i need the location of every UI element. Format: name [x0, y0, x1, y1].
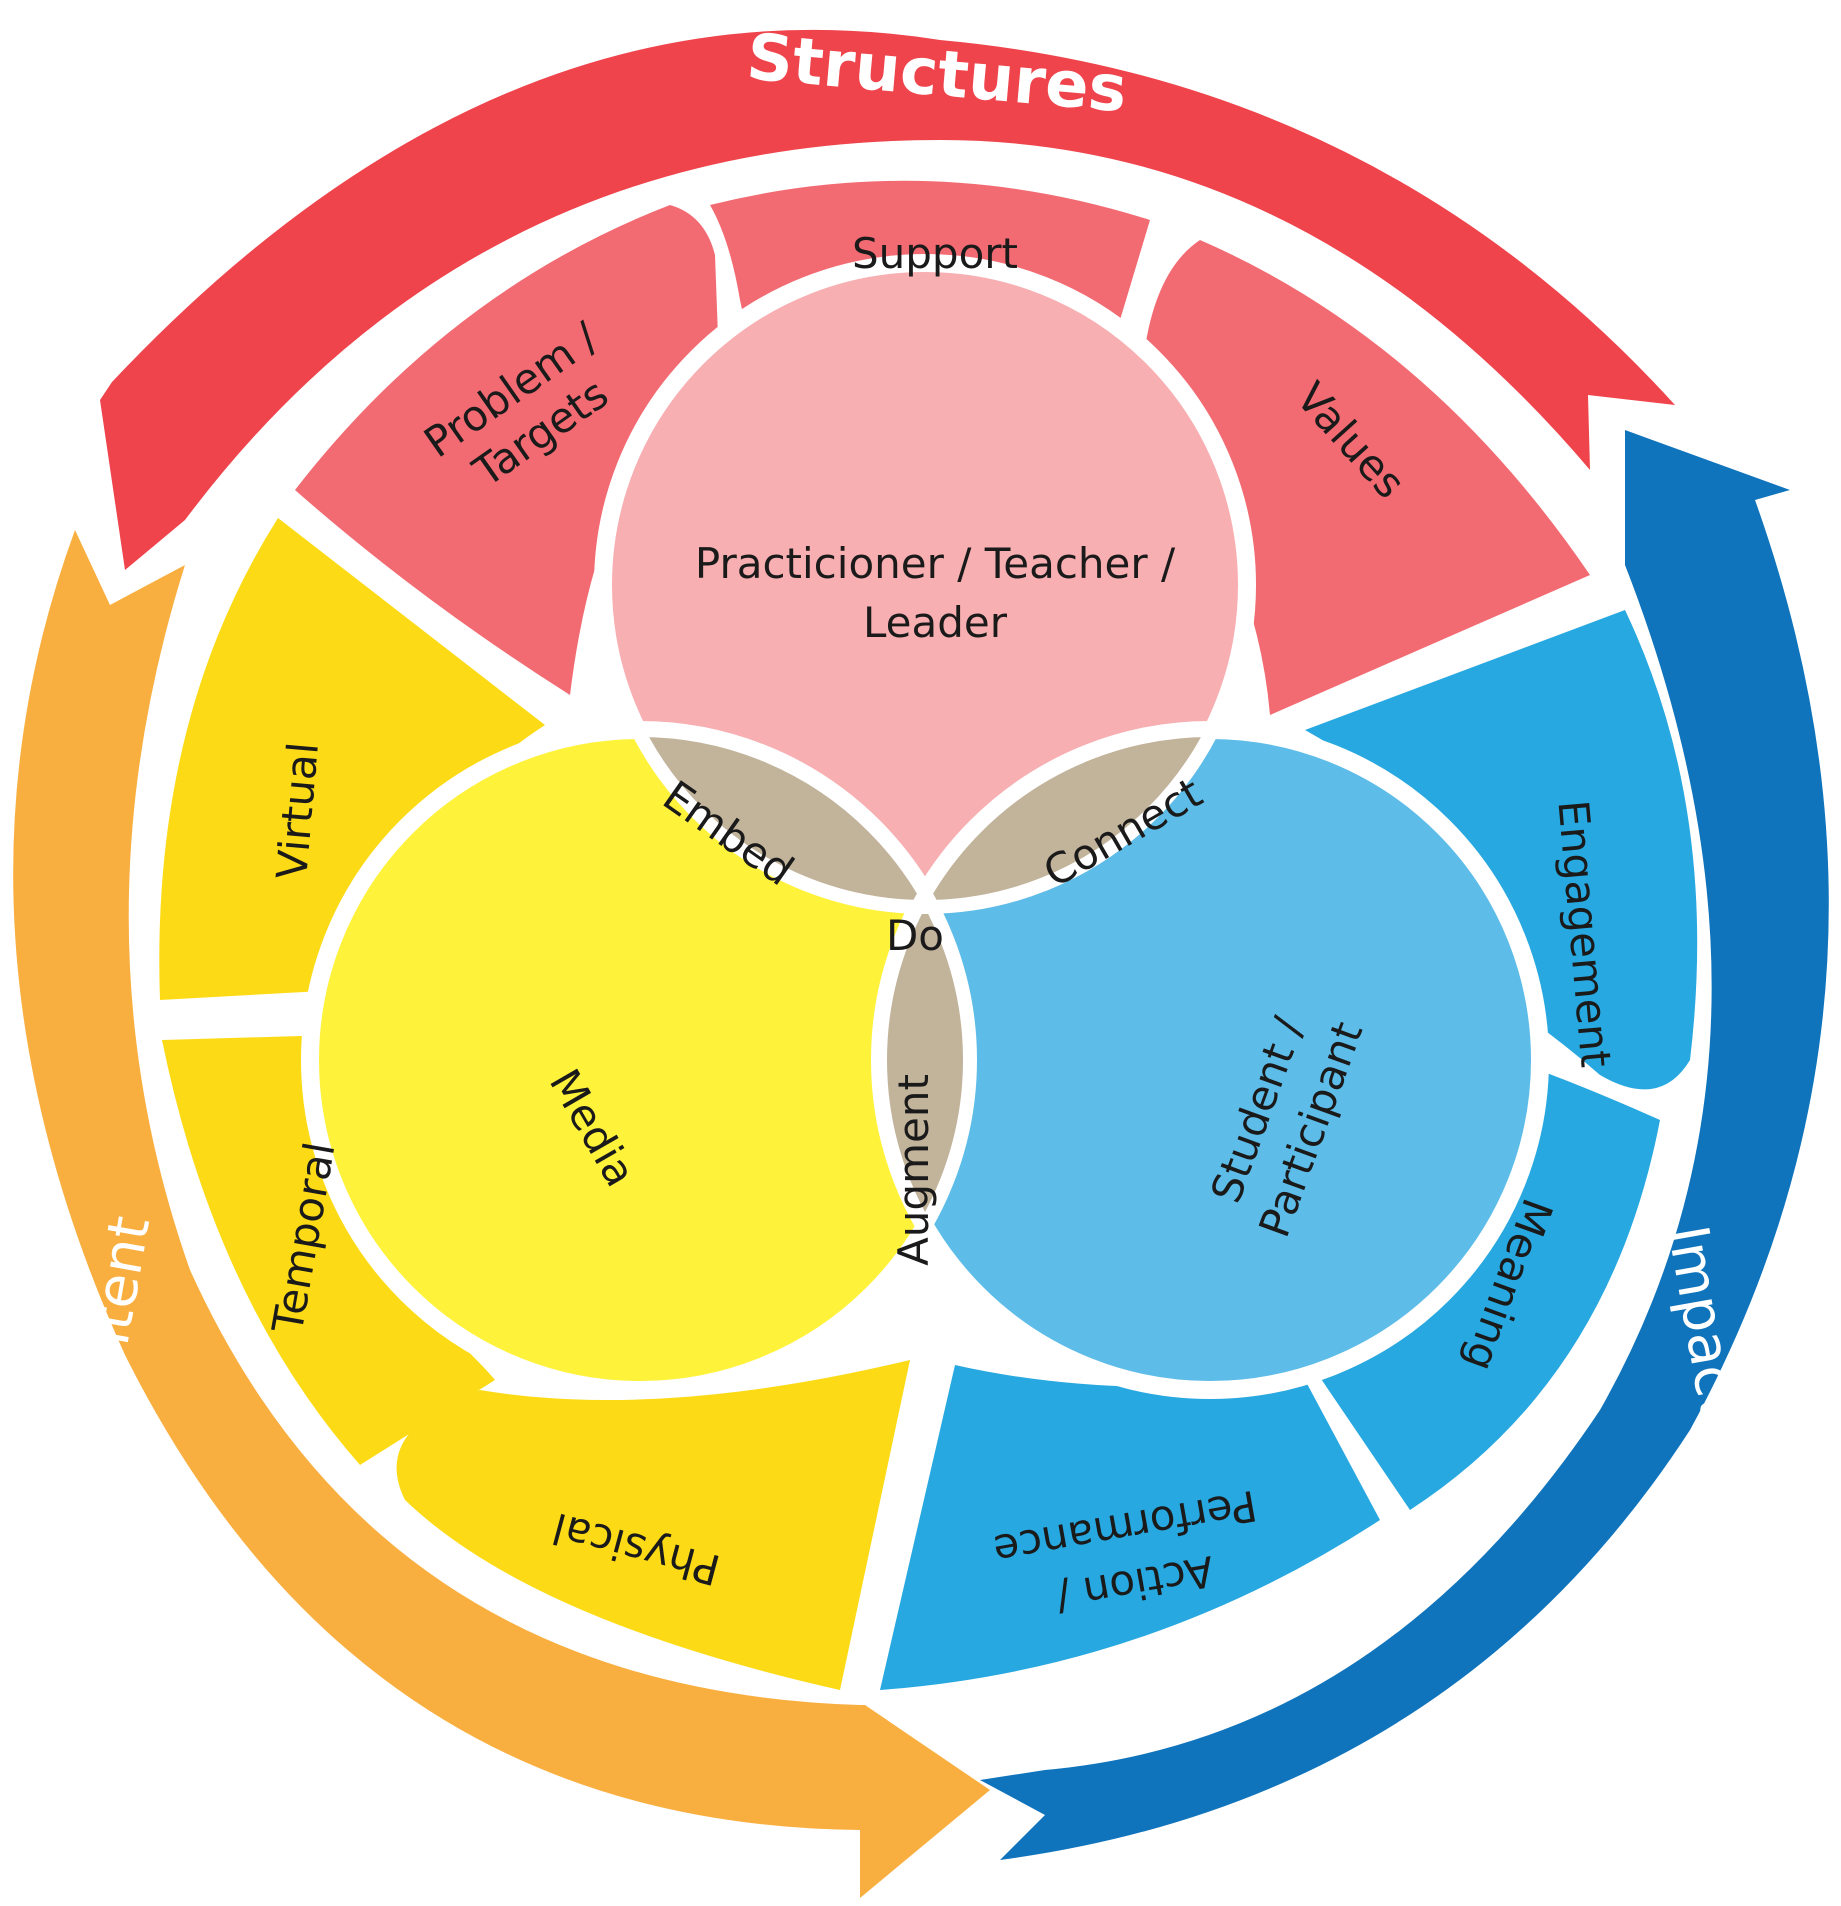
structures-arrow	[100, 29, 1675, 571]
segment-problem-targets	[295, 205, 720, 695]
student-circle-outline	[873, 723, 1547, 1397]
virtual-label: Virtual	[267, 740, 328, 881]
media-circle-outline	[303, 723, 977, 1397]
support-label: Support	[852, 229, 1018, 278]
segment-temporal	[162, 1035, 495, 1465]
inner-circles	[301, 254, 1549, 1399]
content-segments	[159, 518, 910, 1690]
do-label: Do	[886, 911, 944, 960]
content-arrow	[13, 530, 991, 1898]
leader-label-line2: Leader	[863, 598, 1008, 647]
segment-virtual	[159, 518, 545, 1000]
augment-label: Augment	[889, 1074, 938, 1266]
segment-physical	[396, 1360, 910, 1690]
impact-segments	[880, 610, 1698, 1690]
segment-engagement	[1305, 610, 1698, 1090]
impact-arrow	[980, 430, 1829, 1860]
leader-label-line1: Practicioner / Teacher /	[695, 539, 1176, 588]
segment-action-performance	[880, 1365, 1380, 1690]
segment-meaning	[1315, 1060, 1660, 1510]
